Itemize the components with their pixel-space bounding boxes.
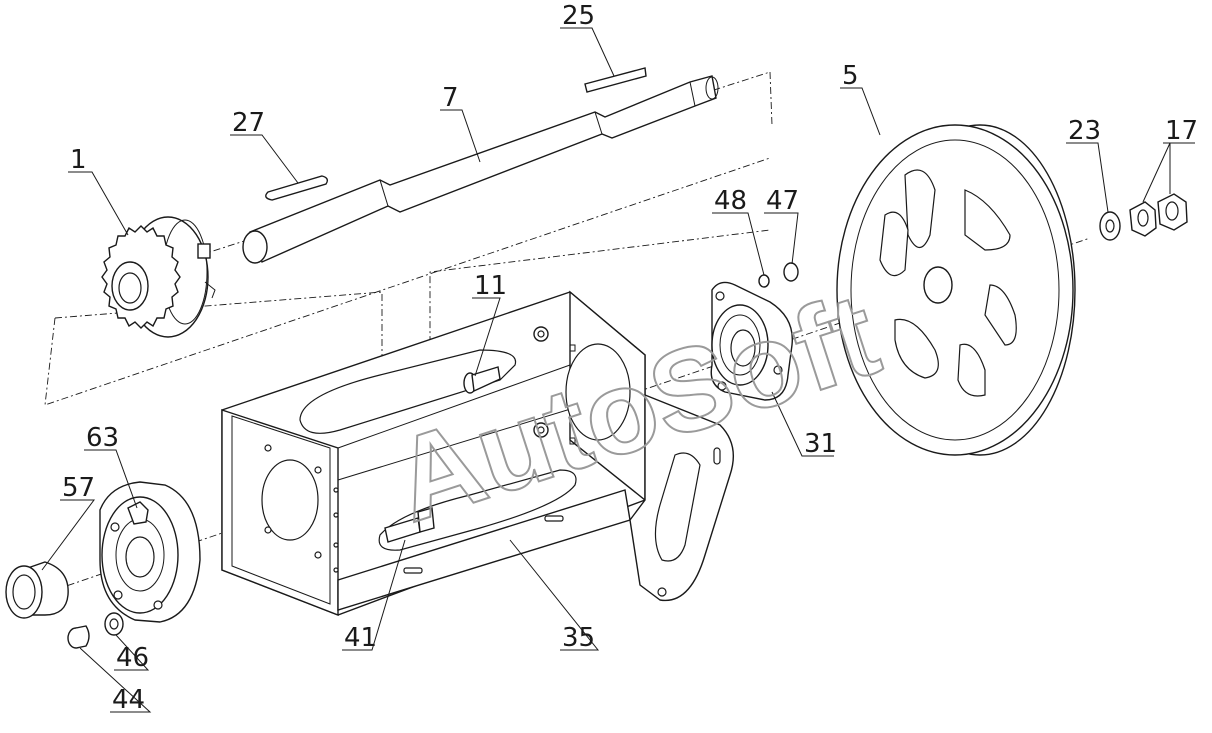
nuts-part-17	[1129, 193, 1188, 237]
flange-bearing-part-31	[710, 281, 794, 401]
label-part-31: 31	[804, 429, 837, 459]
shaft-part-7	[242, 75, 719, 264]
label-part-7: 7	[442, 83, 459, 113]
label-part-46: 46	[116, 643, 149, 673]
bracket-part-35	[221, 290, 734, 617]
key-part-25	[584, 67, 647, 93]
sleeve-part-57	[5, 561, 69, 619]
washer-part-48	[758, 274, 770, 288]
washer-part-46	[104, 612, 124, 636]
pulley-part-5	[836, 124, 1076, 456]
part-number-labels: 1 27 7 25 5 11 48 47 23 17 31 35 41 63 5…	[62, 1, 1198, 715]
label-part-63: 63	[86, 423, 119, 453]
bolt-part-11	[463, 366, 501, 394]
label-part-11: 11	[474, 271, 507, 301]
sprocket-part-1	[101, 216, 216, 338]
label-leader-lines	[41, 27, 1195, 713]
flange-bearing-part-63	[99, 481, 201, 623]
nut-part-47	[783, 262, 799, 282]
label-part-27: 27	[232, 108, 265, 138]
nut-part-44	[67, 625, 90, 649]
label-part-48: 48	[714, 186, 747, 216]
watermark-text: AutoSoft	[379, 268, 893, 547]
label-part-47: 47	[766, 186, 799, 216]
label-part-1: 1	[70, 145, 87, 175]
label-part-41: 41	[344, 623, 377, 653]
label-part-44: 44	[112, 685, 145, 715]
label-part-35: 35	[562, 623, 595, 653]
washer-part-23	[1099, 211, 1121, 241]
label-part-23: 23	[1068, 116, 1101, 146]
label-part-57: 57	[62, 473, 95, 503]
key-part-27	[265, 175, 329, 201]
bolt-part-41	[384, 507, 435, 543]
label-part-17: 17	[1165, 116, 1198, 146]
label-part-25: 25	[562, 1, 595, 31]
label-part-5: 5	[842, 61, 859, 91]
